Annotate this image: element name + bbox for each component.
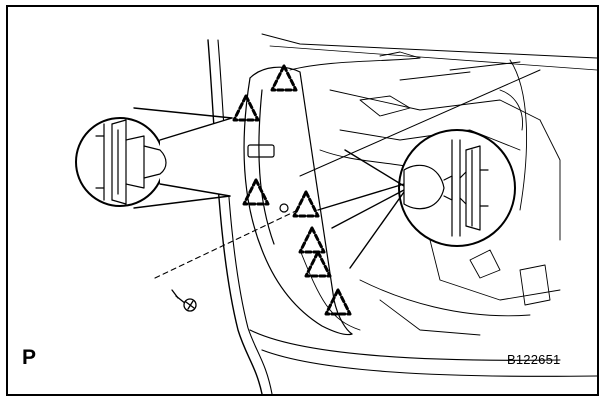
dashed-triangle-icon [270,64,298,92]
figure-frame [6,5,599,396]
clip-detail-icon [95,119,167,205]
trim-board [243,66,353,336]
remover-tool [299,69,541,177]
dashed-triangle-icon [232,94,260,122]
corner-label: P [22,346,37,369]
mount-hole [279,203,289,213]
figure-code: B122651 [507,352,561,367]
clip-detail-icon [443,139,489,237]
door-panel [207,33,597,394]
screw-icon [171,289,197,312]
dashed-triangle-icon [304,250,332,278]
clip-detail-right [317,129,516,269]
dashed-triangle-icon [324,288,352,316]
dashed-triangle-icon [242,178,270,206]
door-handle-recess [247,144,275,158]
clip-detail-left [75,107,233,209]
clip-markers [232,64,352,316]
dashed-triangle-icon [298,226,326,254]
dashed-triangle-icon [292,190,320,218]
